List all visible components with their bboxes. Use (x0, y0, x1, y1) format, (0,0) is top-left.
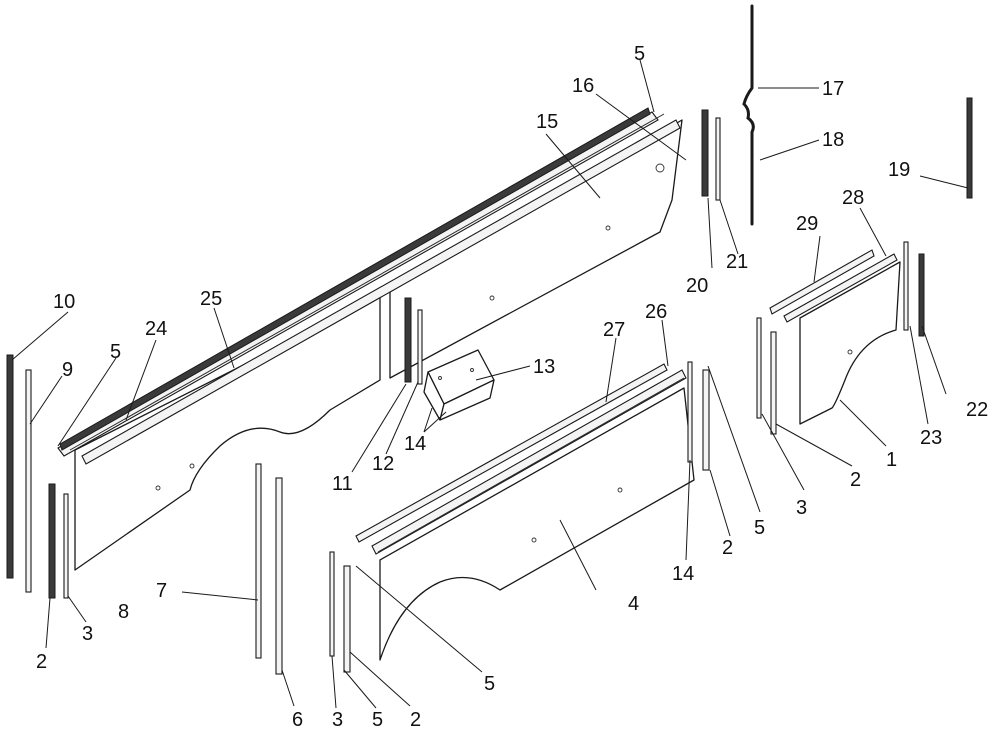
panel-4 (379, 387, 695, 661)
callout-2: 2 (410, 709, 421, 731)
callout-14: 14 (672, 563, 694, 585)
callout-9: 9 (62, 359, 73, 381)
callout-2: 2 (36, 651, 47, 673)
callout-3: 3 (82, 623, 93, 645)
callout-labels: 10 9 5 24 25 16 5 15 17 18 19 28 29 20 2… (36, 43, 988, 731)
callout-6: 6 (292, 709, 303, 731)
callout-29: 29 (796, 213, 818, 235)
callout-14: 14 (404, 433, 426, 455)
panel-1 (799, 261, 901, 425)
bracket-13 (423, 349, 495, 421)
callout-2: 2 (722, 537, 733, 559)
rod-17-18 (742, 4, 755, 226)
callout-5: 5 (372, 709, 383, 731)
callout-4: 4 (628, 593, 639, 615)
callout-8: 8 (118, 601, 129, 623)
rail-28-29 (769, 249, 898, 323)
callout-19: 19 (888, 159, 910, 181)
callout-5: 5 (484, 673, 495, 695)
callout-12: 12 (372, 453, 394, 475)
callout-2: 2 (850, 469, 861, 491)
callout-3: 3 (796, 497, 807, 519)
callout-23: 23 (920, 427, 942, 449)
callout-5: 5 (754, 517, 765, 539)
callout-18: 18 (822, 129, 844, 151)
callout-22: 22 (966, 399, 988, 421)
callout-11: 11 (332, 473, 353, 495)
callout-21: 21 (726, 251, 748, 273)
upper-long-panel (333, 119, 683, 393)
callout-24: 24 (145, 318, 167, 340)
rail-25-24 (57, 107, 681, 465)
callout-10: 10 (53, 291, 75, 313)
callout-26: 26 (645, 301, 667, 323)
callout-27: 27 (603, 319, 625, 341)
panel-8-left (74, 295, 381, 571)
callout-3: 3 (332, 709, 343, 731)
callout-5: 5 (110, 341, 121, 363)
callout-7: 7 (156, 580, 167, 602)
callout-20: 20 (686, 275, 708, 297)
callout-16: 16 (572, 75, 594, 97)
callout-17: 17 (822, 78, 844, 100)
callout-28: 28 (842, 187, 864, 209)
callout-1: 1 (886, 449, 897, 471)
callout-5: 5 (634, 43, 645, 65)
callout-15: 15 (536, 111, 558, 133)
callout-25: 25 (200, 288, 222, 310)
leader-lines (11, 59, 969, 709)
callout-13: 13 (533, 356, 555, 378)
posts (6, 97, 973, 675)
rail-26-27 (355, 363, 687, 555)
